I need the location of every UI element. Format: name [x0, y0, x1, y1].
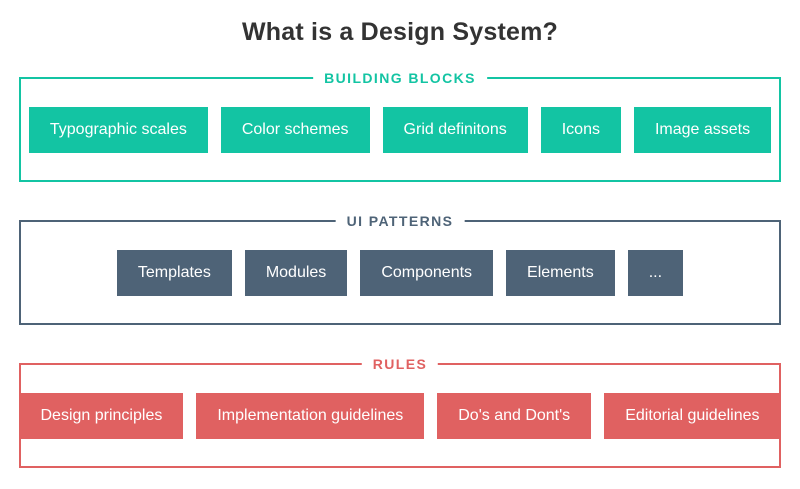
chip-icons: Icons: [540, 106, 621, 153]
chip-design-principles: Design principles: [19, 392, 184, 439]
chip-templates: Templates: [116, 249, 232, 296]
chip-row-rules: Design principles Implementation guidelin…: [19, 392, 781, 439]
chip-editorial-guidelines: Editorial guidelines: [604, 392, 781, 439]
chip-modules: Modules: [244, 249, 348, 296]
section-ui-patterns: UI PATTERNS Templates Modules Components El…: [19, 213, 781, 325]
sections-container: BUILDING BLOCKS Typographic scales Color …: [0, 70, 800, 468]
chip-components: Components: [360, 249, 494, 296]
chip-color-schemes: Color schemes: [220, 106, 370, 153]
section-building-blocks: BUILDING BLOCKS Typographic scales Color …: [19, 70, 781, 182]
chip-typographic-scales: Typographic scales: [28, 106, 208, 153]
chip-grid-definitons: Grid definitons: [382, 106, 528, 153]
section-legend-rules: RULES: [361, 356, 439, 373]
section-legend-ui-patterns: UI PATTERNS: [335, 213, 465, 230]
section-legend-building-blocks: BUILDING BLOCKS: [313, 70, 487, 87]
design-system-diagram: What is a Design System? BUILDING BLOCKS…: [0, 18, 800, 468]
section-rules: RULES Design principles Implementation gu…: [19, 356, 781, 468]
chip-elements: Elements: [506, 249, 615, 296]
chip-image-assets: Image assets: [633, 106, 772, 153]
chip-row-building-blocks: Typographic scales Color schemes Grid defi…: [21, 106, 779, 153]
page-title: What is a Design System?: [242, 18, 558, 46]
chip-do-s-and-dont-s: Do's and Dont's: [437, 392, 592, 439]
chip-more: ...: [627, 249, 684, 296]
chip-row-ui-patterns: Templates Modules Components Elements...: [21, 249, 779, 296]
chip-implementation-guidelines: Implementation guidelines: [196, 392, 425, 439]
